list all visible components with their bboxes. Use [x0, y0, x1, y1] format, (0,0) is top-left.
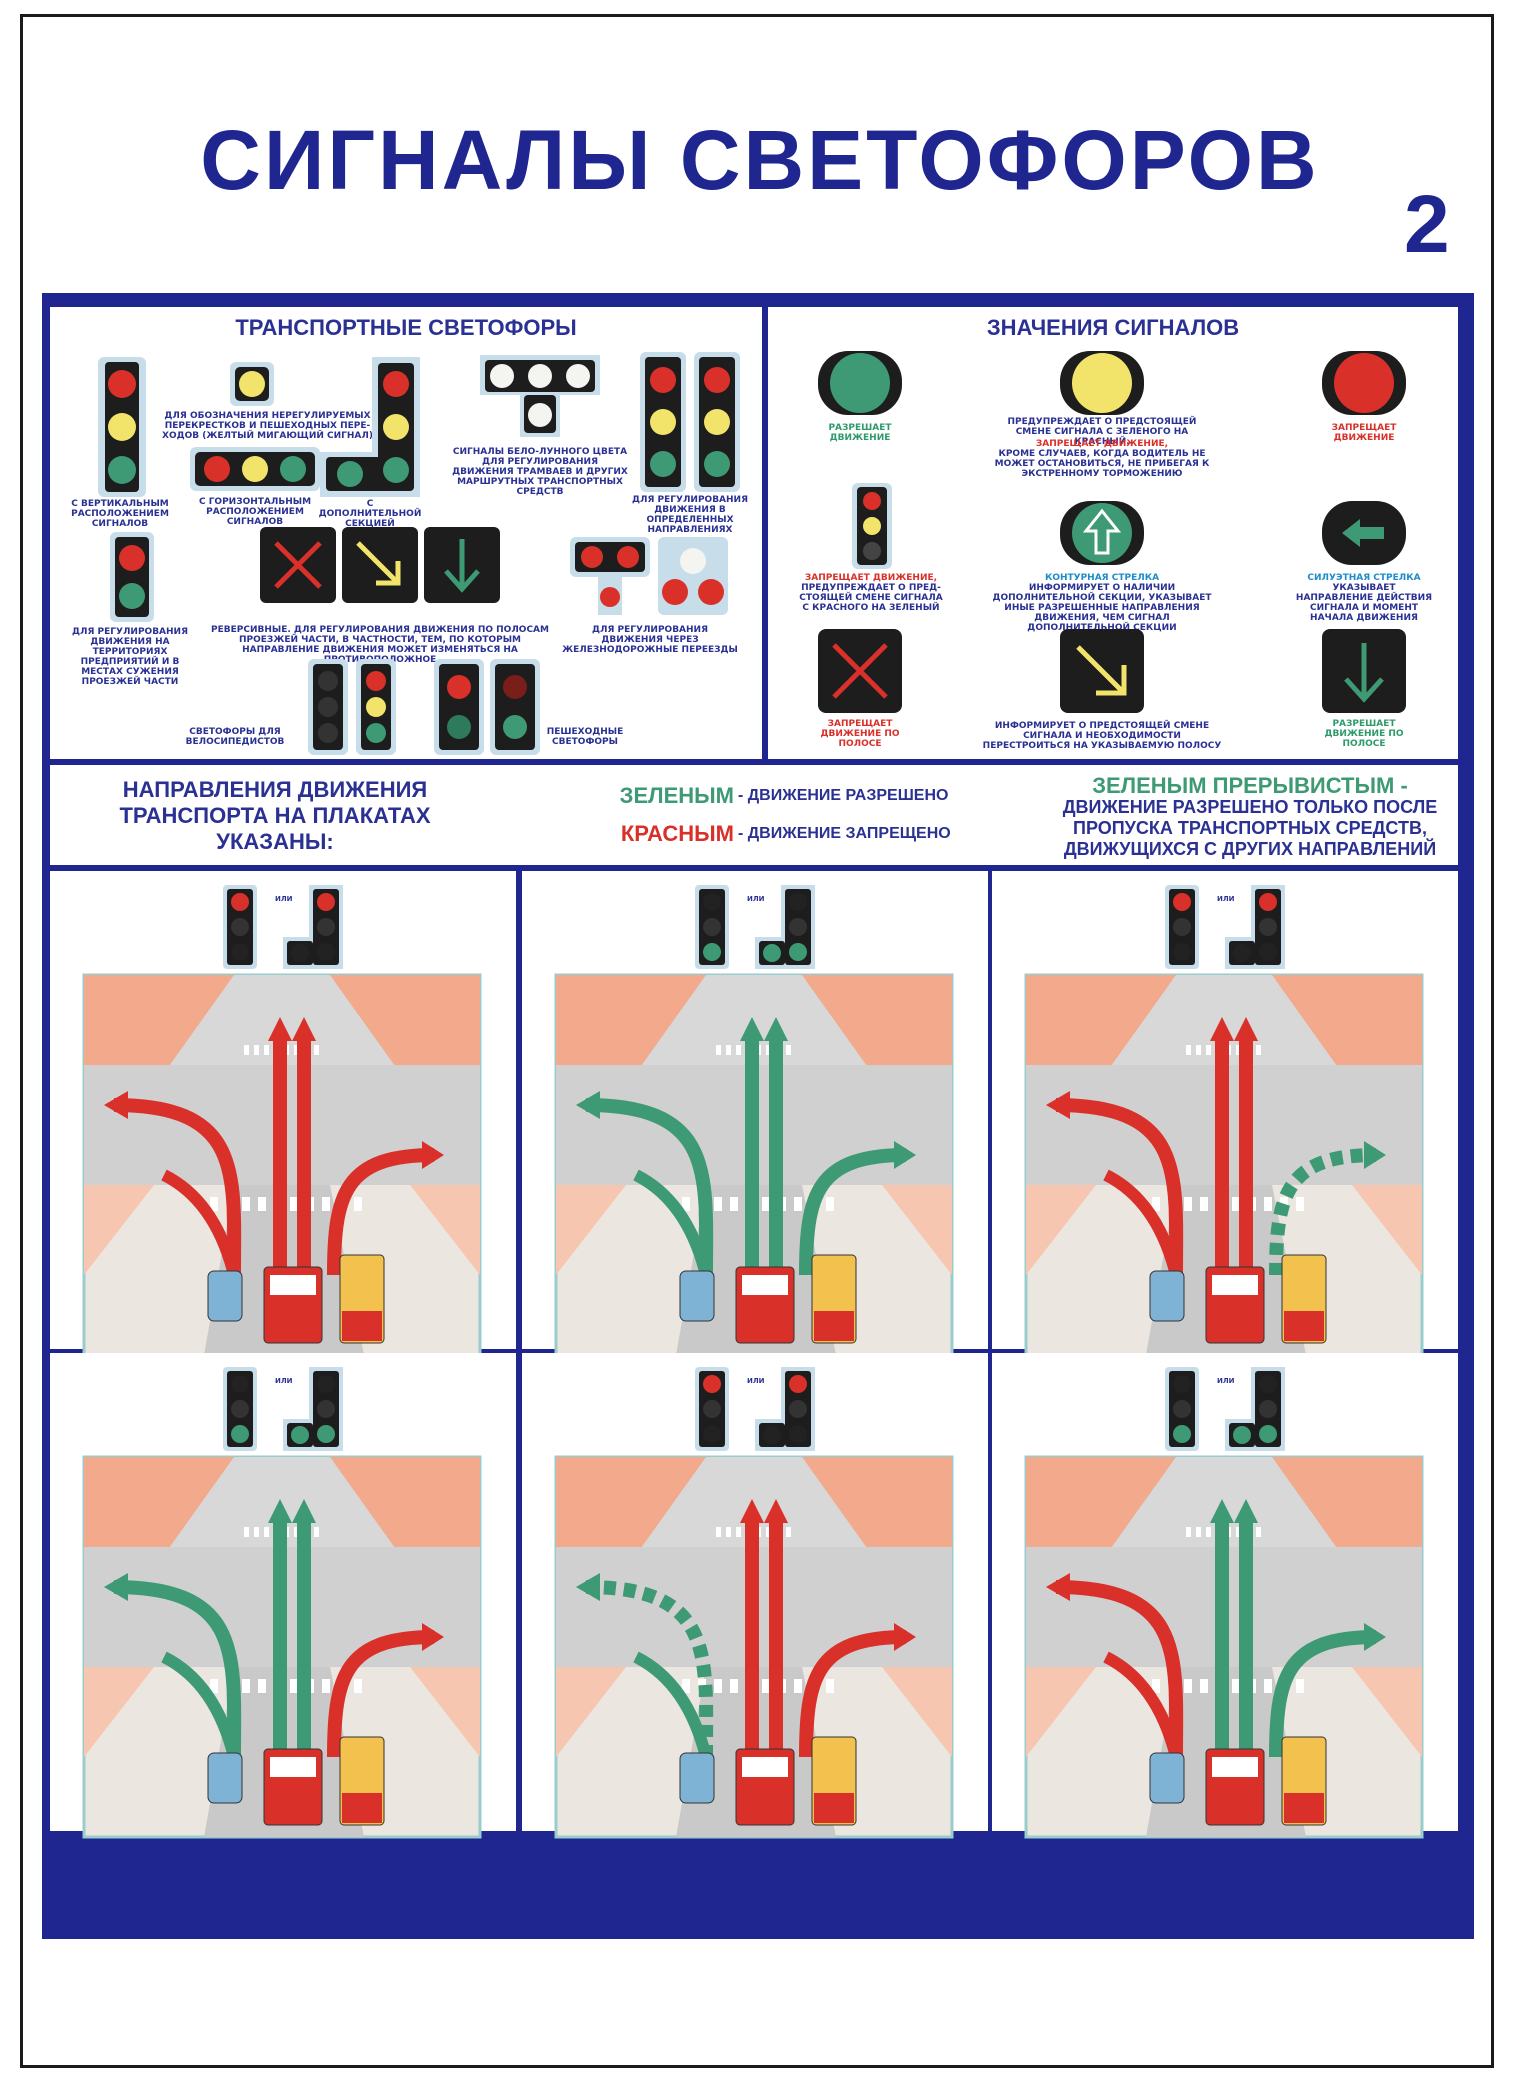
contour-meaning-a: КОНТУРНАЯ СТРЕЛКА — [1044, 573, 1160, 583]
main-panel: ТРАНСПОРТНЫЕ СВЕТОФОРЫ С ВЕРТИКАЛЬНЫМ РА… — [42, 293, 1474, 1939]
lane-forbid-meaning: ЗАПРЕЩАЕТ ДВИЖЕНИЕ ПО ПОЛОСЕ — [820, 719, 900, 749]
legend-green-word: ЗЕЛЕНЫМ — [619, 783, 734, 808]
bicycle-light-icon — [308, 659, 396, 755]
scene-traffic-lights — [223, 1367, 343, 1451]
unregulated-caption: ДЛЯ ОБОЗНАЧЕНИЯ НЕРЕГУЛИРУЕМЫХ ПЕРЕКРЕСТ… — [162, 411, 373, 441]
signal-meanings-section: ЗНАЧЕНИЯ СИГНАЛОВ РАЗРЕШАЕТ ДВИЖЕНИЕ ПРЕ… — [768, 307, 1458, 759]
legend-left: НАПРАВЛЕНИЯ ДВИЖЕНИЯ ТРАНСПОРТА НА ПЛАКА… — [119, 777, 431, 854]
legend-red-word: КРАСНЫМ — [620, 821, 734, 846]
horizontal-caption: С ГОРИЗОНТАЛЬНЫМ РАСПОЛОЖЕНИЕМ СИГНАЛОВ — [198, 497, 312, 527]
transport-heading: ТРАНСПОРТНЫЕ СВЕТОФОРЫ — [235, 315, 577, 340]
contour-meaning-b: ИНФОРМИРУЕТ О НАЛИЧИИ ДОПОЛНИТЕЛЬНОЙ СЕК… — [992, 583, 1212, 633]
lane-change-meaning: ИНФОРМИРУЕТ О ПРЕДСТОЯЩЕЙ СМЕНЕ СИГНАЛА … — [982, 721, 1222, 751]
yellow-flash-icon — [230, 362, 274, 406]
intersection-scene: ИЛИ — [992, 1353, 1458, 1839]
legend-dashed-text: ДВИЖЕНИЕ РАЗРЕШЕНО ТОЛЬКО ПОСЛЕ ПРОПУСКА… — [1062, 797, 1438, 859]
pedestrian-caption: ПЕШЕХОДНЫЕ СВЕТОФОРЫ — [546, 727, 624, 747]
contour-arrow-icon — [1060, 501, 1144, 565]
railway-caption: ДЛЯ РЕГУЛИРОВАНИЯ ДВИЖЕНИЯ ЧЕРЕЗ ЖЕЛЕЗНО… — [562, 625, 738, 655]
intersection-illustration — [554, 1455, 954, 1839]
silhouette-meaning-b: УКАЗЫВАЕТ НАПРАВЛЕНИЕ ДЕЙСТВИЯ СИГНАЛА И… — [1295, 583, 1433, 623]
horizontal-light-icon — [190, 447, 320, 491]
scene-traffic-lights — [695, 885, 815, 969]
legend-dashed-word: ЗЕЛЕНЫМ ПРЕРЫВИСТЫМ - — [1092, 773, 1408, 798]
lane-allow-meaning: РАЗРЕШАЕТ ДВИЖЕНИЕ ПО ПОЛОСЕ — [1324, 719, 1404, 749]
bicycle-caption: СВЕТОФОРЫ ДЛЯ ВЕЛОСИПЕДИСТОВ — [185, 727, 285, 747]
yellow-signal-icon — [1060, 351, 1144, 415]
red-signal-icon — [1322, 351, 1406, 415]
additional-caption: С ДОПОЛНИТЕЛЬНОЙ СЕКЦИЕЙ — [318, 499, 422, 529]
or-label: ИЛИ — [747, 895, 765, 903]
red-meaning: ЗАПРЕЩАЕТ ДВИЖЕНИЕ — [1331, 423, 1397, 443]
scene-traffic-lights — [1165, 885, 1285, 969]
pedestrian-light-icon — [434, 659, 540, 755]
intersection-scene: ИЛИ — [992, 871, 1458, 1357]
territory-caption: ДЛЯ РЕГУЛИРОВАНИЯ ДВИЖЕНИЯ НА ТЕРРИТОРИЯ… — [71, 627, 189, 687]
yellow-meaning-b: ЗАПРЕЩАЕТ ДВИЖЕНИЕ, — [1035, 439, 1169, 449]
intersection-illustration — [554, 973, 954, 1357]
or-label: ИЛИ — [1217, 895, 1235, 903]
yellow-meaning-a: ПРЕДУПРЕЖДАЕТ О ПРЕДСТОЯЩЕЙ СМЕНЕ СИГНАЛ… — [1007, 417, 1197, 447]
poster-title: СИГНАЛЫ СВЕТОФОРОВ — [200, 113, 1320, 207]
or-label: ИЛИ — [275, 895, 293, 903]
intersection-scene: ИЛИ — [50, 1353, 516, 1839]
scene-traffic-lights — [695, 1367, 815, 1451]
additional-section-light-icon — [320, 357, 420, 497]
vertical-caption: С ВЕРТИКАЛЬНЫМ РАСПОЛОЖЕНИЕМ СИГНАЛОВ — [71, 499, 169, 529]
intersection-illustration — [1024, 973, 1424, 1357]
intersection-scene: ИЛИ — [50, 871, 516, 1357]
directions-caption: ДЛЯ РЕГУЛИРОВАНИЯ ДВИЖЕНИЯ В ОПРЕДЕЛЕННЫ… — [631, 495, 749, 535]
silhouette-meaning-a: СИЛУЭТНАЯ СТРЕЛКА — [1307, 573, 1421, 583]
railway-light-icon — [570, 537, 728, 615]
lane-change-icon — [1060, 629, 1144, 713]
direction-light-icon — [640, 352, 740, 492]
legend-green-text: - ДВИЖЕНИЕ РАЗРЕШЕНО — [738, 787, 949, 804]
tram-light-icon — [480, 355, 600, 437]
vertical-light-icon — [98, 357, 146, 497]
lane-allow-icon — [1322, 629, 1406, 713]
legend-red-text: - ДВИЖЕНИЕ ЗАПРЕЩЕНО — [738, 825, 951, 842]
yellow-meaning-c: КРОМЕ СЛУЧАЕВ, КОГДА ВОДИТЕЛЬ НЕ МОЖЕТ О… — [994, 449, 1210, 479]
silhouette-arrow-icon — [1322, 501, 1406, 565]
scene-traffic-lights — [223, 885, 343, 969]
page-number: 2 — [1404, 179, 1450, 270]
red-yellow-meaning-b: ПРЕДУПРЕЖДАЕТ О ПРЕД-СТОЯЩЕЙ СМЕНЕ СИГНА… — [799, 583, 943, 613]
legend-section: НАПРАВЛЕНИЯ ДВИЖЕНИЯ ТРАНСПОРТА НА ПЛАКА… — [50, 765, 1458, 865]
green-signal-icon — [818, 351, 902, 415]
reversible-light-icon — [260, 527, 500, 603]
intersection-scene: ИЛИ — [522, 1353, 988, 1839]
lane-forbid-icon — [818, 629, 902, 713]
green-meaning: РАЗРЕШАЕТ ДВИЖЕНИЕ — [828, 423, 892, 443]
territory-light-icon — [110, 532, 154, 622]
red-yellow-light-icon — [852, 483, 892, 569]
tram-caption: СИГНАЛЫ БЕЛО-ЛУННОГО ЦВЕТА ДЛЯ РЕГУЛИРОВ… — [452, 447, 628, 497]
intersection-illustration — [82, 973, 482, 1357]
intersection-illustration — [1024, 1455, 1424, 1839]
scene-traffic-lights — [1165, 1367, 1285, 1451]
or-label: ИЛИ — [1217, 1377, 1235, 1385]
transport-lights-section: ТРАНСПОРТНЫЕ СВЕТОФОРЫ С ВЕРТИКАЛЬНЫМ РА… — [50, 307, 762, 759]
poster-frame — [20, 14, 1494, 2068]
red-yellow-meaning-a: ЗАПРЕЩАЕТ ДВИЖЕНИЕ, — [804, 573, 938, 583]
intersection-illustration — [82, 1455, 482, 1839]
intersection-scene: ИЛИ — [522, 871, 988, 1357]
or-label: ИЛИ — [747, 1377, 765, 1385]
or-label: ИЛИ — [275, 1377, 293, 1385]
meanings-heading: ЗНАЧЕНИЯ СИГНАЛОВ — [986, 315, 1240, 340]
